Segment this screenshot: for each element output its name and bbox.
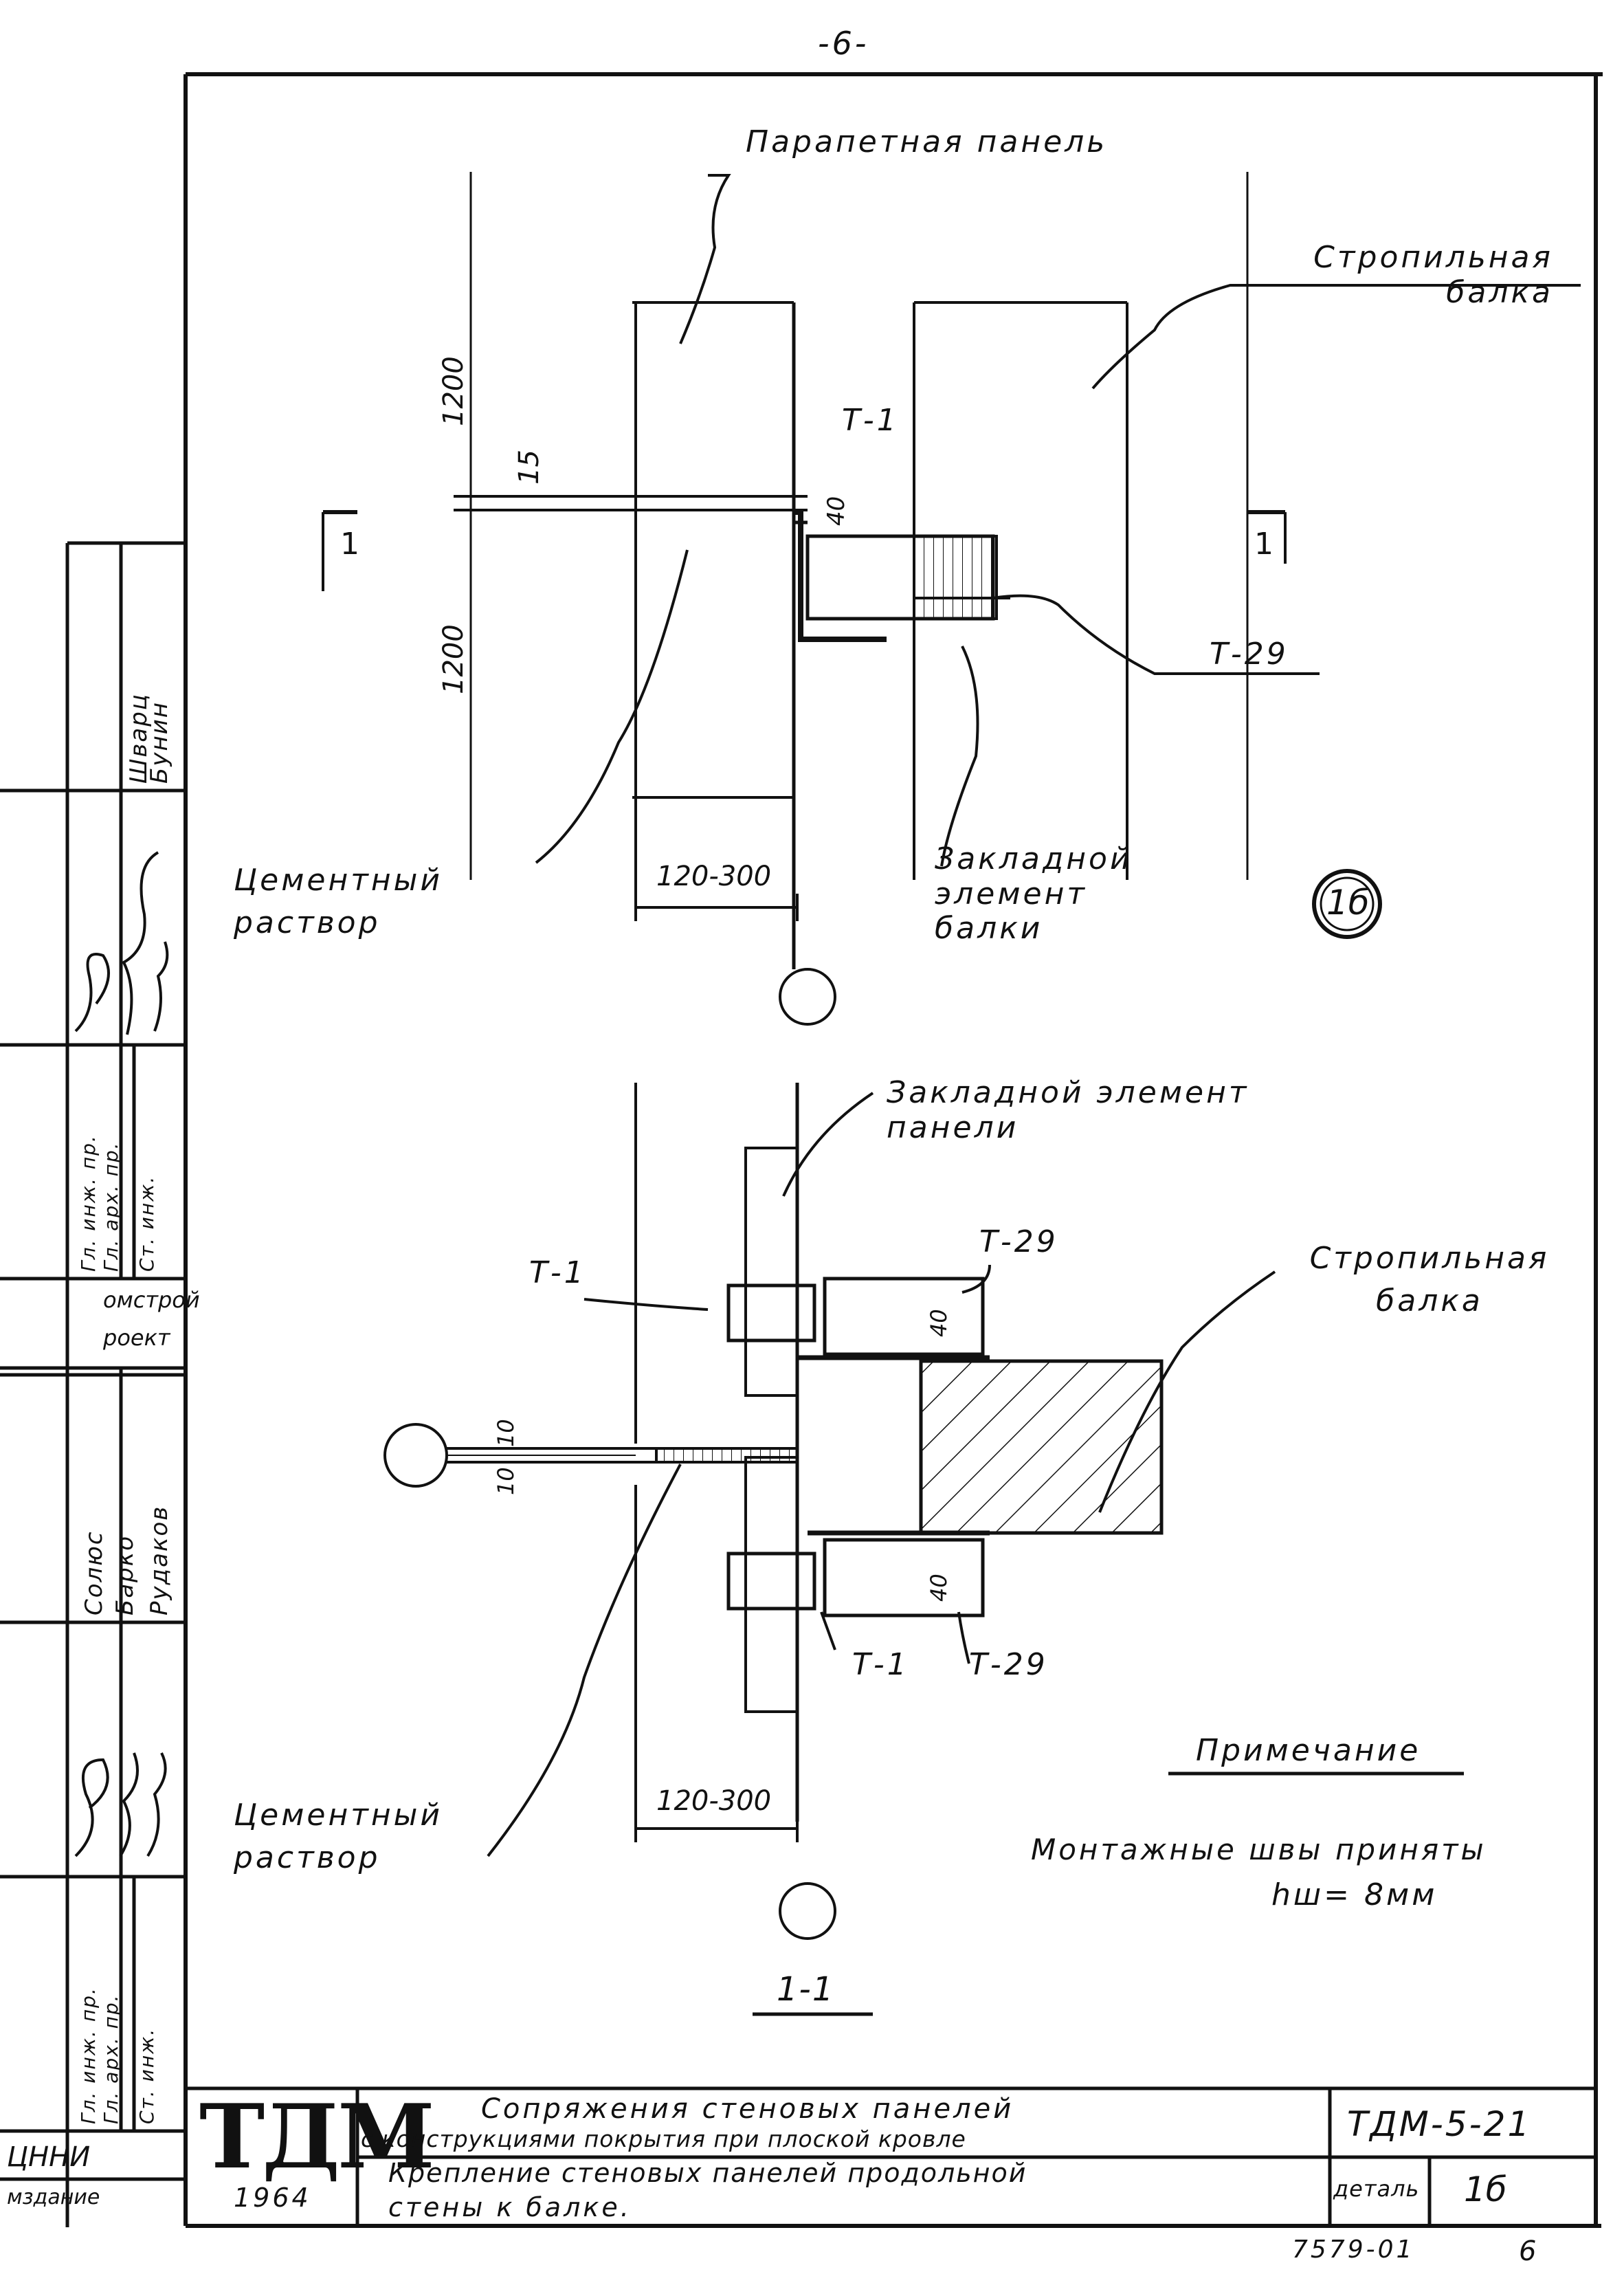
label-parapet-panel: Парапетная панель [746,124,1108,159]
section-title: 1-1 [777,1970,835,2009]
title-line-1: Сопряжения стеновых панелей [481,2093,1014,2125]
label-rafter-beam-section: Стропильная балка [1309,1241,1550,1318]
note-line-2: hш= 8мм [1271,1877,1438,1912]
title-line-2: с конструкциями покрытия при плоской кро… [361,2126,966,2152]
tag-t29-section-top: Т-29 [979,1224,1058,1259]
tag-t29-section-bottom: Т-29 [969,1647,1048,1682]
label-rafter-beam-top: Стропильная балка [1313,240,1553,310]
tag-t1-top: Т-1 [842,403,899,438]
stamp-org-1: омстрой [103,1287,200,1313]
sheet-ref: 7579-01 [1292,2236,1415,2264]
dim-40-top: 40 [823,496,850,526]
tag-t1-section-top: Т-1 [529,1255,586,1290]
note-heading: Примечание [1196,1733,1421,1768]
stamp-name-solyus: Солюс [80,1530,108,1615]
top-view-lines [322,172,1581,1026]
drawing-code: ТДМ-5-21 [1347,2104,1532,2144]
title-block-lines [186,2086,1596,2226]
logo-tdm: ТДМ [199,2086,435,2189]
dim-seam-top: 10 [493,1419,519,1447]
page-number: -6- [818,25,869,62]
dim-width-top: 120-300 [656,861,772,892]
stamp-bottom-2: мздание [7,2185,100,2209]
stamp-role-lower-3: Ст. инж. [135,2027,158,2124]
dim-1200-upper: 1200 [438,356,469,426]
detail-marker-ring [1312,869,1382,939]
stamp-role-lower-2: Гл. арх. пр. [100,1994,122,2124]
sheet-frame [183,72,1603,2228]
detail-marker: 1б [1326,883,1370,923]
subtitle-line-1: Крепление стеновых панелей продольной [388,2158,1027,2188]
stamp-name-rudakov: Рудаков [146,1505,173,1615]
dim-15: 15 [513,450,545,485]
label-cement-mortar-section: Цементный раствор [234,1798,443,1875]
note-line-1: Монтажные швы приняты [1031,1833,1487,1866]
detail-number: 1б [1464,2170,1507,2209]
section-view-lines [383,1083,1464,2016]
stamp-name-bunin: Бунин [146,700,173,784]
stamp-role-upper-2: Гл. арх. пр. [100,1141,122,1272]
stamp-role-lower-1: Гл. инж. пр. [77,1987,100,2124]
stamp-role-upper-1: Гл. инж. пр. [77,1134,100,1272]
dim-40-section-top: 40 [926,1309,952,1337]
stamp-name-barko: Барко [111,1534,139,1615]
stamp-bottom-1: ЦННИ [7,2141,91,2173]
section-mark-left: 1 [340,527,362,562]
sheet-number: 6 [1519,2236,1539,2267]
section-mark-right: 1 [1254,527,1276,562]
tag-t1-section-bottom: Т-1 [852,1647,909,1682]
dim-1200-lower: 1200 [438,624,469,694]
label-embedded-panel-element: Закладной элемент панели [887,1075,1249,1145]
detail-label: деталь [1333,2176,1420,2202]
dim-seam-bottom: 10 [493,1467,519,1495]
label-embedded-beam-element: Закладной элемент балки [935,841,1133,947]
dim-width-section: 120-300 [656,1785,772,1817]
subtitle-line-2: стены к балке. [388,2192,632,2222]
side-stamp-lines [0,541,186,2227]
label-cement-mortar-top: Цементный раствор [234,863,443,940]
stamp-org-2: роект [103,1325,170,1351]
dim-40-section-bottom: 40 [926,1574,952,1602]
title-year: 1964 [234,2183,311,2213]
stamp-role-upper-3: Ст. инж. [135,1175,158,1272]
tag-t29-top: Т-29 [1210,637,1289,672]
